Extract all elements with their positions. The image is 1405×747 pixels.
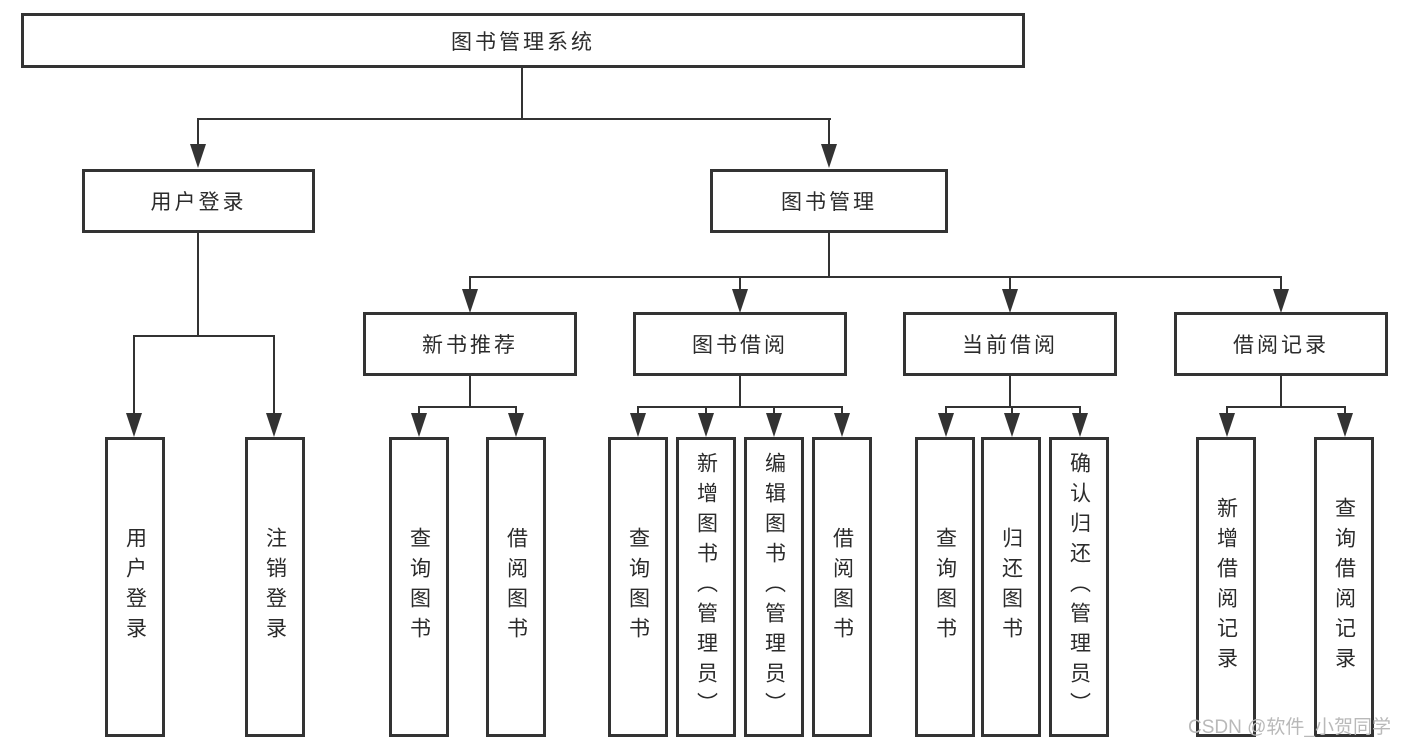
node-label: 图书借阅 — [692, 334, 788, 357]
arrow-down-icon — [630, 413, 646, 437]
connector-drop — [1226, 406, 1228, 415]
connector-drop — [773, 406, 775, 415]
connector-branch — [1226, 406, 1346, 408]
node-label: 图书管理系统 — [451, 30, 595, 54]
node-new-book-recommend: 新书推荐 — [363, 312, 577, 376]
connector-drop — [1280, 276, 1282, 291]
node-login-user-login: 用户登录 — [105, 437, 165, 737]
node-label: 新增借阅记录 — [1214, 497, 1238, 677]
connector-branch — [637, 406, 843, 408]
node-label: 借阅图书 — [830, 527, 854, 647]
connector-drop — [1009, 276, 1011, 291]
arrow-down-icon — [821, 144, 837, 168]
arrow-down-icon — [732, 289, 748, 313]
connector-drop — [469, 276, 471, 291]
connector-branch — [418, 406, 517, 408]
connector-drop — [1079, 406, 1081, 415]
connector-drop — [828, 118, 830, 146]
connector-drop — [705, 406, 707, 415]
node-label: 借阅记录 — [1233, 334, 1329, 357]
node-label: 用户登录 — [150, 191, 247, 214]
connector-drop — [1344, 406, 1346, 415]
arrow-down-icon — [190, 144, 206, 168]
connector-drop — [945, 406, 947, 415]
connector-root-stem — [521, 68, 523, 120]
node-current-borrow: 当前借阅 — [903, 312, 1117, 376]
node-label: 图书管理 — [781, 191, 877, 214]
node-book-borrow: 图书借阅 — [633, 312, 847, 376]
connector-drop — [418, 406, 420, 415]
node-book-management: 图书管理 — [710, 169, 948, 233]
node-label: 查询借阅记录 — [1332, 497, 1356, 677]
connector-stem — [739, 376, 741, 407]
connector-userlogin-stem — [197, 233, 199, 336]
arrow-down-icon — [126, 413, 142, 437]
node-library-system-root: 图书管理系统 — [21, 13, 1025, 68]
arrow-down-icon — [508, 413, 524, 437]
connector-stem — [469, 376, 471, 407]
node-label: 新增图书（管理员） — [694, 452, 718, 722]
arrow-down-icon — [1004, 413, 1020, 437]
arrow-down-icon — [411, 413, 427, 437]
node-label: 借阅图书 — [504, 527, 528, 647]
node-label: 注销登录 — [263, 527, 287, 647]
arrow-down-icon — [462, 289, 478, 313]
arrow-down-icon — [266, 413, 282, 437]
node-borrow-add-book-admin: 新增图书（管理员） — [676, 437, 736, 737]
node-user-login: 用户登录 — [82, 169, 315, 233]
node-rec-query-book: 查询图书 — [389, 437, 449, 737]
connector-bookmgmt-branch — [469, 276, 1282, 278]
node-label: 当前借阅 — [962, 334, 1058, 357]
connector-drop — [739, 276, 741, 291]
node-login-logout: 注销登录 — [245, 437, 305, 737]
node-rec-borrow-book: 借阅图书 — [486, 437, 546, 737]
arrow-down-icon — [1273, 289, 1289, 313]
node-label: 新书推荐 — [422, 334, 518, 357]
arrow-down-icon — [698, 413, 714, 437]
node-borrow-edit-book-admin: 编辑图书（管理员） — [744, 437, 804, 737]
node-label: 确认归还（管理员） — [1067, 452, 1091, 722]
node-borrow-query-book: 查询图书 — [608, 437, 668, 737]
node-borrow-borrow-book: 借阅图书 — [812, 437, 872, 737]
connector-drop — [637, 406, 639, 415]
arrow-down-icon — [766, 413, 782, 437]
connector-stem — [1280, 376, 1282, 407]
node-records-add-borrow-record: 新增借阅记录 — [1196, 437, 1256, 737]
node-current-confirm-return-admin: 确认归还（管理员） — [1049, 437, 1109, 737]
node-label: 用户登录 — [123, 527, 147, 647]
arrow-down-icon — [1002, 289, 1018, 313]
arrow-down-icon — [1337, 413, 1353, 437]
arrow-down-icon — [834, 413, 850, 437]
connector-drop — [1011, 406, 1013, 415]
arrow-down-icon — [1072, 413, 1088, 437]
arrow-down-icon — [938, 413, 954, 437]
node-label: 编辑图书（管理员） — [762, 452, 786, 722]
node-current-query-book: 查询图书 — [915, 437, 975, 737]
node-label: 归还图书 — [999, 527, 1023, 647]
connector-userlogin-branch — [133, 335, 275, 337]
connector-stem — [1009, 376, 1011, 407]
connector-bookmgmt-stem — [828, 233, 830, 278]
node-label: 查询图书 — [626, 527, 650, 647]
node-records-query-borrow-record: 查询借阅记录 — [1314, 437, 1374, 737]
connector-drop — [133, 335, 135, 415]
connector-drop — [197, 118, 199, 146]
node-current-return-book: 归还图书 — [981, 437, 1041, 737]
connector-drop — [841, 406, 843, 415]
arrow-down-icon — [1219, 413, 1235, 437]
node-borrow-records: 借阅记录 — [1174, 312, 1388, 376]
connector-drop — [273, 335, 275, 415]
watermark: CSDN @软件_小贺同学 — [1188, 717, 1391, 738]
node-label: 查询图书 — [933, 527, 957, 647]
connector-drop — [515, 406, 517, 415]
connector-root-branch — [197, 118, 831, 120]
node-label: 查询图书 — [407, 527, 431, 647]
